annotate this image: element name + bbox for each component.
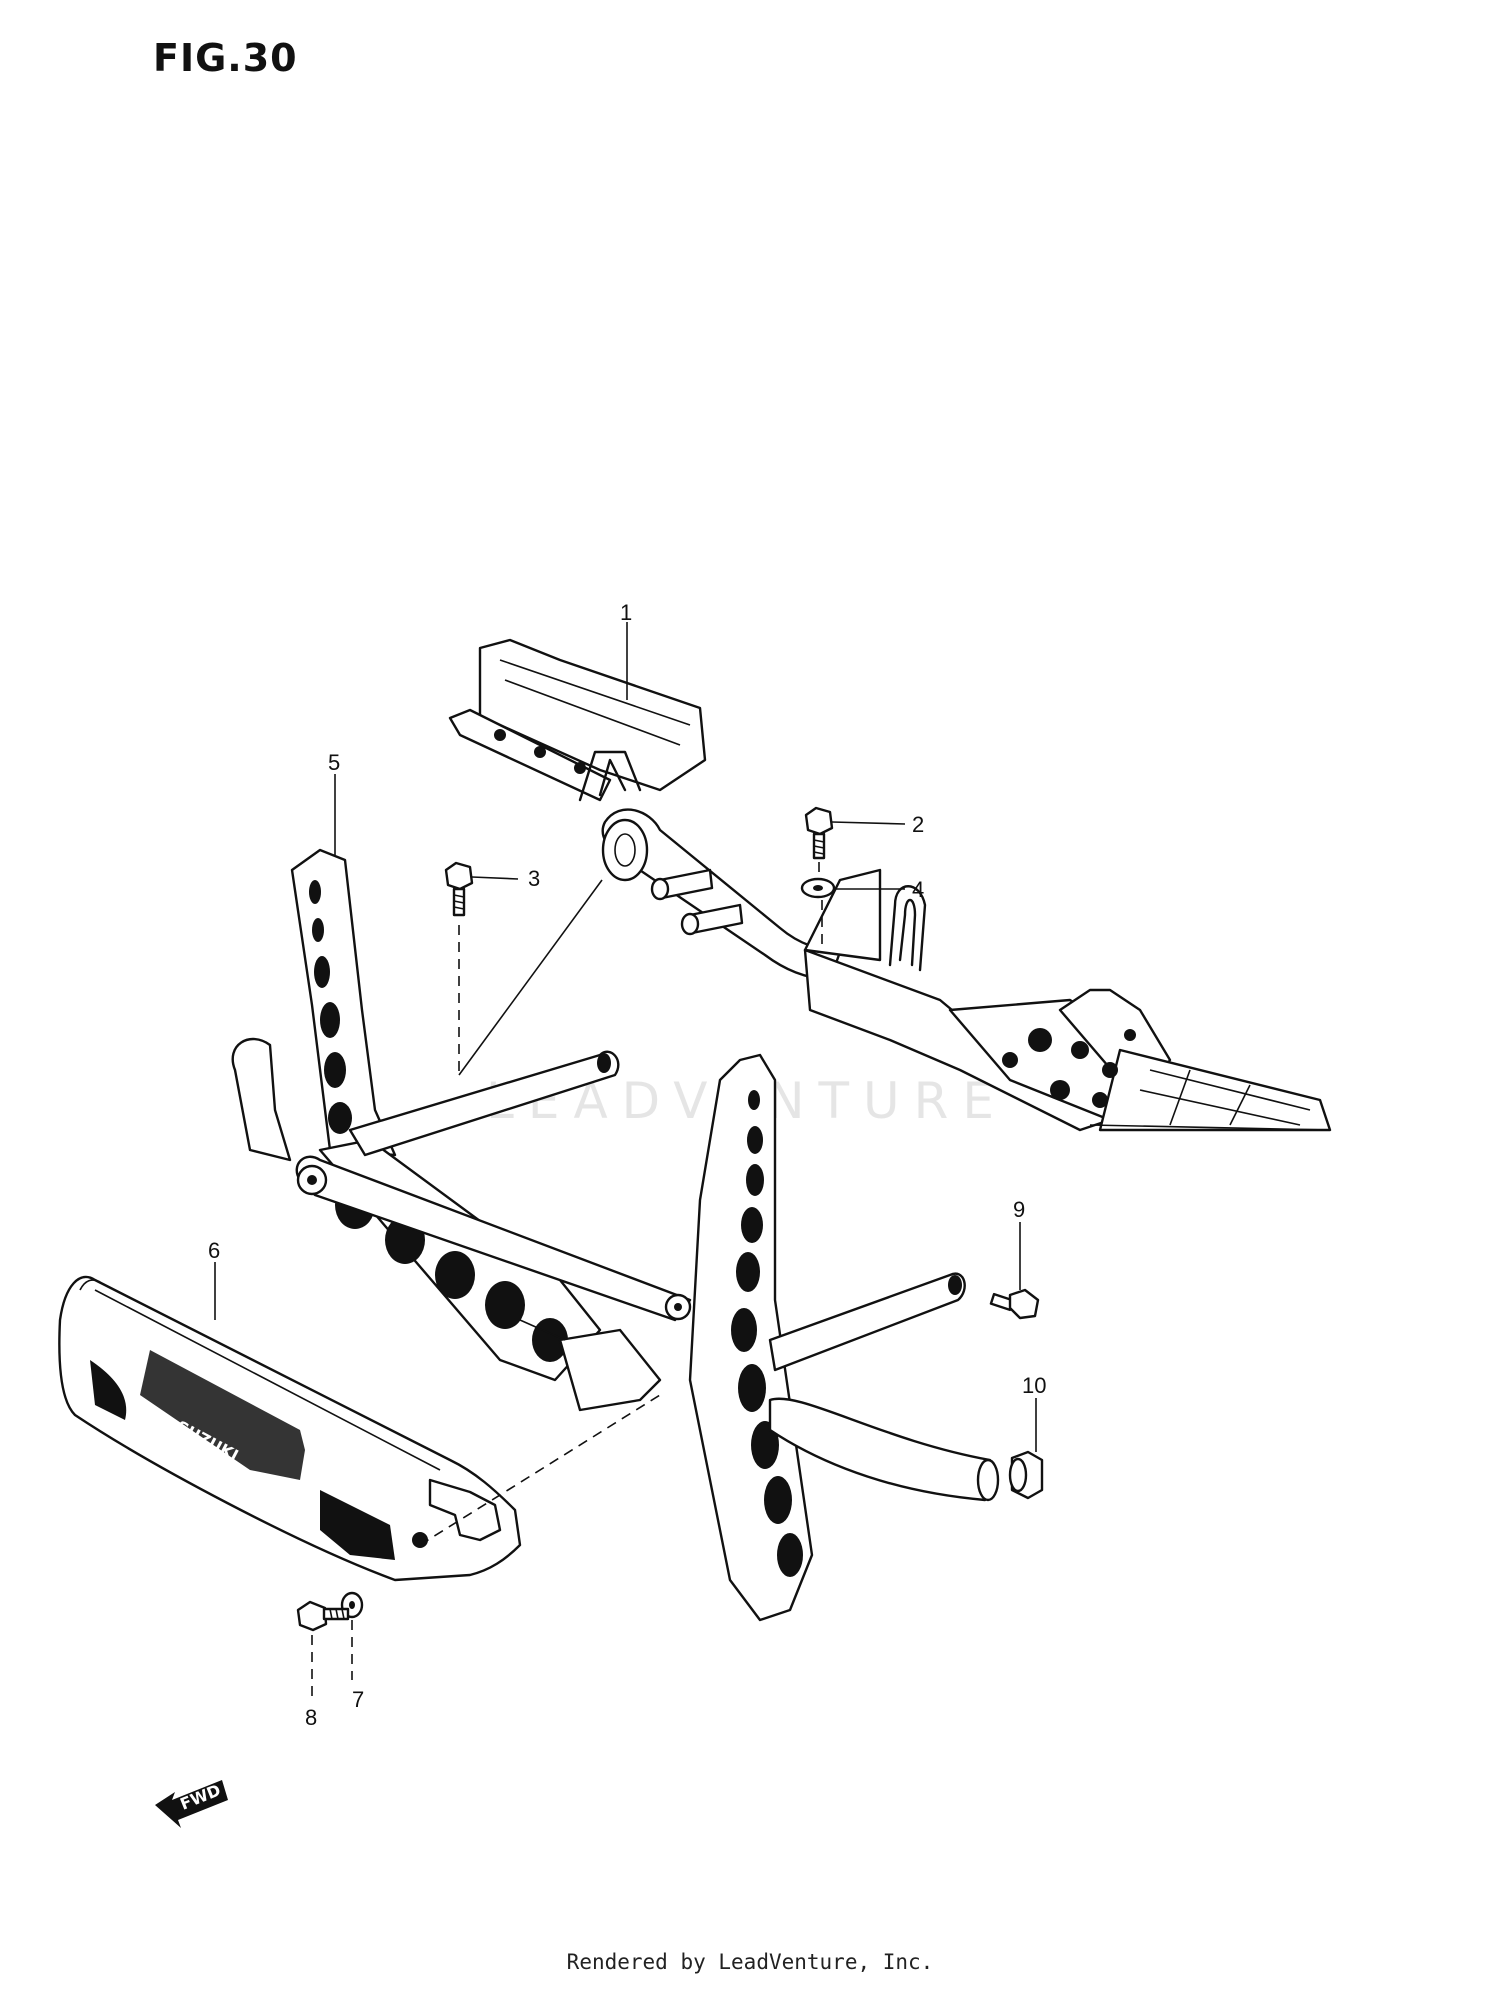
figure-title: FIG.30 [153, 36, 298, 80]
footer-credit: Rendered by LeadVenture, Inc. [566, 1950, 934, 1974]
callout-7: 7 [352, 1687, 364, 1712]
bolt-9-icon[interactable] [989, 1288, 1040, 1320]
end-cap-10-icon[interactable] [1008, 1450, 1044, 1500]
bolt-3-icon[interactable] [444, 861, 474, 917]
callout-4: 4 [912, 877, 924, 902]
callout-8: 8 [305, 1705, 317, 1730]
callout-5: 5 [328, 750, 340, 775]
washer-4-icon[interactable] [800, 877, 836, 899]
frame-guard-assembly[interactable] [231, 848, 1000, 1622]
bolt-8-icon[interactable] [296, 1600, 350, 1632]
callout-6: 6 [208, 1238, 220, 1263]
callout-1: 1 [620, 600, 632, 625]
bolt-2-icon[interactable] [804, 806, 834, 860]
callout-10: 10 [1022, 1373, 1046, 1398]
suzuki-cover[interactable]: SUZUKI [58, 1275, 522, 1582]
footrest-assembly[interactable] [448, 638, 1332, 1132]
callout-3: 3 [528, 866, 540, 891]
fwd-arrow-icon: FWD [155, 1780, 228, 1828]
callout-9: 9 [1013, 1197, 1025, 1222]
callout-2: 2 [912, 812, 924, 837]
